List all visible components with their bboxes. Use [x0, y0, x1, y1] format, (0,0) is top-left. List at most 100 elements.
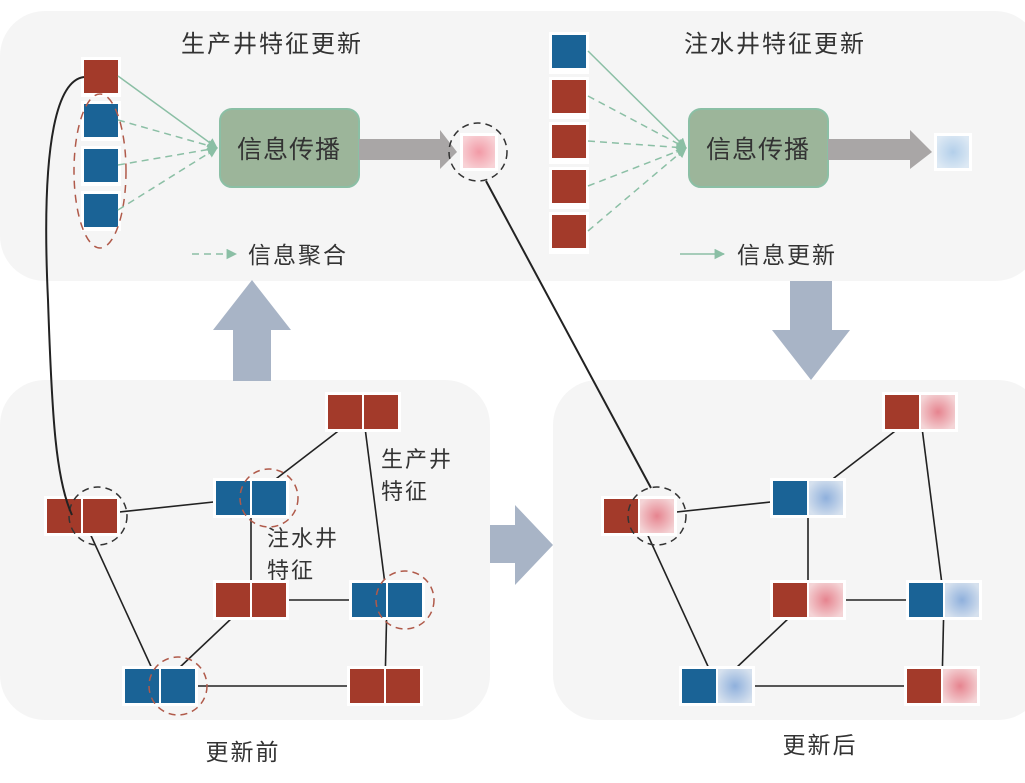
node-original-feature	[773, 583, 807, 617]
node-original-feature	[909, 583, 943, 617]
aggregation-line	[117, 147, 218, 211]
producer-link-curve	[45, 76, 85, 516]
producer-node	[882, 392, 958, 432]
node-current-feature	[364, 395, 398, 429]
producer-node	[44, 496, 120, 536]
producer-node	[213, 580, 289, 620]
node-original-feature	[907, 669, 941, 703]
propagation-output-arrow-left	[359, 130, 457, 169]
node-updated-feature	[809, 481, 843, 515]
node-updated-feature	[945, 583, 979, 617]
graph-edge	[919, 411, 945, 601]
aggregation-line	[117, 144, 219, 166]
injector-feature-cell	[84, 194, 118, 227]
injector-feature-annotation-line1: 注水井	[267, 527, 339, 552]
legend-aggregation-label: 信息聚合	[248, 243, 348, 269]
propagation-output-arrow-right	[828, 130, 932, 169]
node-current-feature	[161, 669, 195, 703]
graph-edge	[362, 411, 388, 601]
after-caption: 更新后	[783, 733, 858, 759]
node-original-feature	[216, 481, 250, 515]
injector-feature-cell	[84, 149, 118, 182]
update-line	[117, 75, 218, 149]
right-arrow	[490, 505, 553, 585]
producer-feature-cell	[552, 215, 586, 248]
up-arrow	[213, 280, 291, 381]
producer-node	[325, 392, 401, 432]
injector-node	[679, 666, 755, 706]
injector-node	[213, 478, 289, 518]
node-updated-feature	[809, 583, 843, 617]
aggregation-lines-left	[117, 75, 219, 211]
producer-feature-annotation-line2: 特征	[381, 480, 429, 505]
updated-injector-feature-fill	[937, 136, 969, 168]
injector-node	[349, 580, 425, 620]
top-panel	[0, 11, 1025, 281]
producer-feature-cell	[552, 80, 586, 113]
injector-node	[122, 666, 198, 706]
node-current-feature	[388, 583, 422, 617]
before-panel	[0, 380, 490, 720]
after-panel	[553, 380, 1025, 720]
before-graph-nodes	[44, 392, 425, 706]
updated-feature-link-line	[485, 180, 652, 489]
aggregation-line	[587, 147, 687, 232]
update-line	[587, 50, 687, 149]
injector-highlight-circle	[148, 656, 208, 716]
propagation-label-left: 信息传播	[237, 135, 341, 164]
neighbor-group-circle	[73, 93, 127, 249]
node-current-feature	[252, 481, 286, 515]
injector-feature-cell	[552, 35, 586, 68]
injector-highlight-circle	[375, 570, 435, 630]
node-updated-feature	[921, 395, 955, 429]
injector-feature-cell	[84, 104, 118, 137]
node-original-feature	[682, 669, 716, 703]
node-original-feature	[352, 583, 386, 617]
legend-update-label: 信息更新	[737, 243, 837, 269]
aggregation-line	[587, 146, 687, 187]
node-original-feature	[216, 583, 250, 617]
injector-highlight-circle	[239, 468, 299, 528]
producer-node	[347, 666, 423, 706]
node-current-feature	[252, 583, 286, 617]
node-updated-feature	[943, 669, 977, 703]
producer-node	[770, 580, 846, 620]
producer-feature-cell	[552, 170, 586, 203]
aggregation-lines-right	[587, 50, 688, 232]
node-current-feature	[386, 669, 420, 703]
injector-feature-annotation-line2: 特征	[267, 559, 315, 584]
node-updated-feature	[718, 669, 752, 703]
producer-highlight-circle	[448, 122, 508, 182]
producer-feature-cell	[552, 125, 586, 158]
producer-update-title: 生产井特征更新	[181, 30, 363, 58]
aggregation-line	[587, 140, 688, 153]
producer-feature-cell	[84, 60, 118, 93]
producer-highlight-circle	[68, 486, 128, 546]
before-highlight-circles	[68, 468, 435, 716]
node-original-feature	[604, 499, 638, 533]
producer-feature-annotation-line1: 生产井	[381, 448, 453, 473]
node-original-feature	[125, 669, 159, 703]
node-original-feature	[773, 481, 807, 515]
producer-node	[601, 496, 677, 536]
node-original-feature	[885, 395, 919, 429]
after-graph-nodes	[601, 392, 982, 706]
node-original-feature	[328, 395, 362, 429]
injector-input-stack	[549, 32, 589, 254]
before-caption: 更新前	[206, 740, 281, 766]
injector-node	[770, 478, 846, 518]
node-current-feature	[83, 499, 117, 533]
node-updated-feature	[640, 499, 674, 533]
injector-update-title: 注水井特征更新	[684, 30, 866, 58]
propagation-label-right: 信息传播	[706, 135, 810, 164]
aggregation-line	[117, 119, 219, 151]
producer-node	[904, 666, 980, 706]
updated-producer-feature-fill	[463, 136, 495, 168]
down-arrow	[772, 281, 850, 380]
node-original-feature	[350, 669, 384, 703]
aggregation-line	[587, 95, 687, 149]
injector-node	[906, 580, 982, 620]
node-original-feature	[47, 499, 81, 533]
after-highlight-circle	[627, 486, 687, 546]
